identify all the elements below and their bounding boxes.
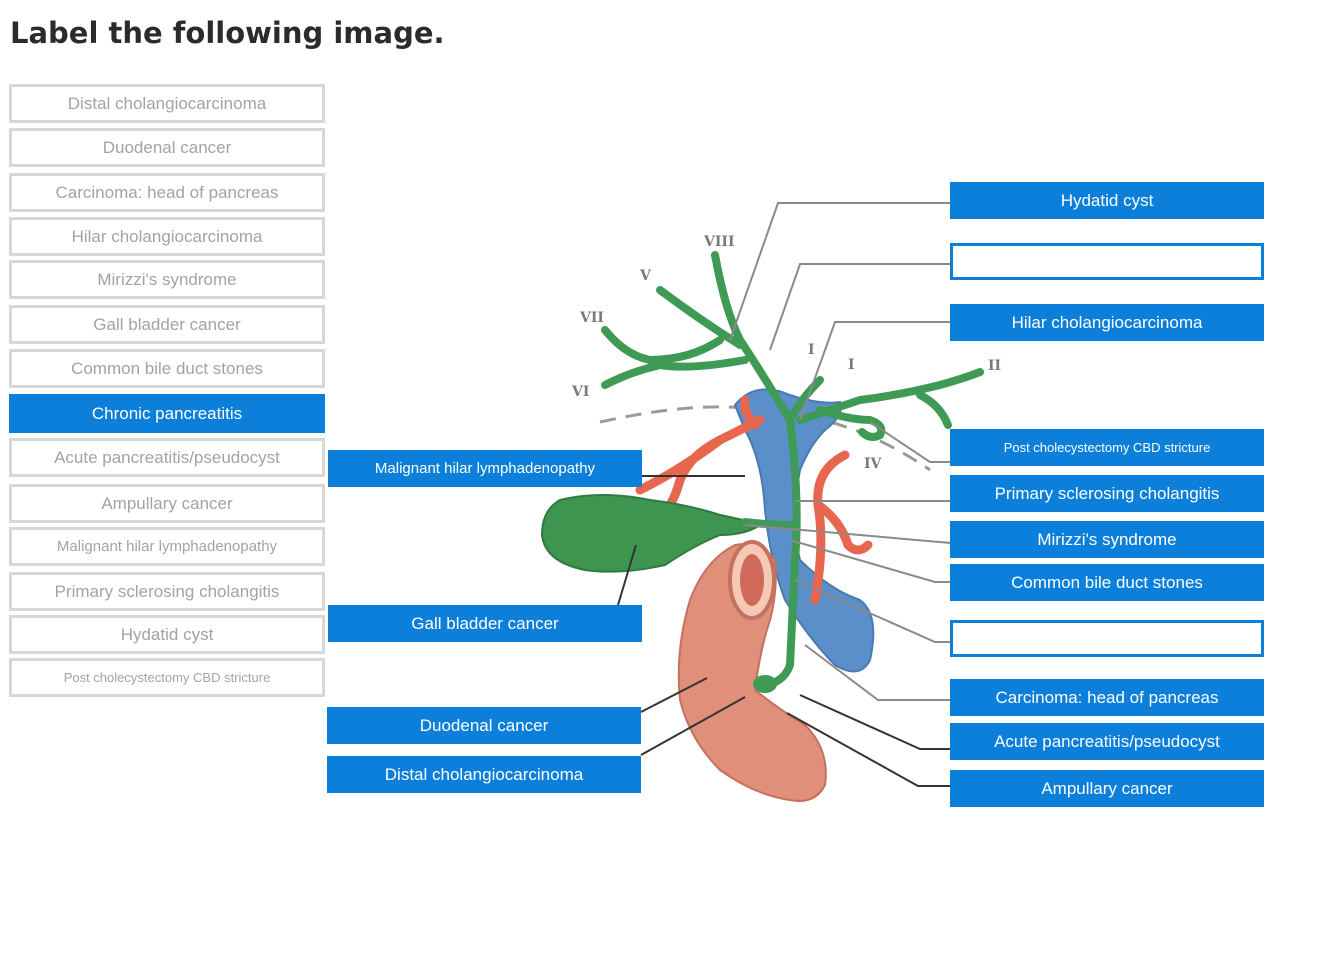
drop-target-malignant-hilar-lymphadenopathy[interactable]: Malignant hilar lymphadenopathy: [328, 450, 642, 487]
bank-item-acute-pancreatitis-pseudocyst[interactable]: Acute pancreatitis/pseudocyst: [9, 438, 325, 477]
bank-item-ampullary-cancer[interactable]: Ampullary cancer: [9, 484, 325, 523]
bank-item-chronic-pancreatitis[interactable]: Chronic pancreatitis: [9, 394, 325, 433]
bile-ducts: [601, 251, 984, 689]
bank-item-post-cholecystectomy-cbd-stricture[interactable]: Post cholecystectomy CBD stricture: [9, 658, 325, 697]
gallbladder: [540, 494, 763, 573]
page-title: Label the following image.: [10, 16, 445, 50]
drop-target-common-bile-duct-stones[interactable]: Common bile duct stones: [950, 564, 1264, 601]
bank-item-hydatid-cyst[interactable]: Hydatid cyst: [9, 615, 325, 654]
drop-target-empty-2[interactable]: [950, 620, 1264, 657]
drop-target-primary-sclerosing-cholangitis[interactable]: Primary sclerosing cholangitis: [950, 475, 1264, 512]
drop-target-distal-cholangiocarcinoma[interactable]: Distal cholangiocarcinoma: [327, 756, 641, 793]
drop-target-acute-pancreatitis-pseudocyst[interactable]: Acute pancreatitis/pseudocyst: [950, 723, 1264, 760]
drop-target-carcinoma-head-of-pancreas[interactable]: Carcinoma: head of pancreas: [950, 679, 1264, 716]
duodenum: [677, 540, 827, 802]
bank-item-hilar-cholangiocarcinoma[interactable]: Hilar cholangiocarcinoma: [9, 217, 325, 256]
segment-label: II: [988, 358, 1001, 374]
bank-item-carcinoma-head-of-pancreas[interactable]: Carcinoma: head of pancreas: [9, 173, 325, 212]
drop-target-mirizzi-syndrome[interactable]: Mirizzi's syndrome: [950, 521, 1264, 558]
segment-label: I: [808, 342, 815, 358]
drop-target-hydatid-cyst[interactable]: Hydatid cyst: [950, 182, 1264, 219]
segment-label: VIII: [703, 234, 735, 250]
bank-item-gall-bladder-cancer[interactable]: Gall bladder cancer: [9, 305, 325, 344]
ampulla: [753, 675, 777, 693]
drop-target-empty-1[interactable]: [950, 243, 1264, 280]
drop-target-post-cholecystectomy-cbd-stricture[interactable]: Post cholecystectomy CBD stricture: [950, 429, 1264, 466]
drop-target-duodenal-cancer[interactable]: Duodenal cancer: [327, 707, 641, 744]
segment-label: I: [848, 357, 855, 373]
leader-lines: [617, 202, 952, 787]
bank-item-common-bile-duct-stones[interactable]: Common bile duct stones: [9, 349, 325, 388]
bank-item-malignant-hilar-lymphadenopathy[interactable]: Malignant hilar lymphadenopathy: [9, 527, 325, 566]
drop-target-gall-bladder-cancer[interactable]: Gall bladder cancer: [328, 605, 642, 642]
hepatic-artery: [635, 395, 873, 605]
segment-label: VII: [579, 310, 604, 326]
drop-target-hilar-cholangiocarcinoma[interactable]: Hilar cholangiocarcinoma: [950, 304, 1264, 341]
segment-label: V: [639, 268, 652, 284]
segment-label: VI: [571, 384, 589, 400]
drop-target-ampullary-cancer[interactable]: Ampullary cancer: [950, 770, 1264, 807]
bank-item-distal-cholangiocarcinoma[interactable]: Distal cholangiocarcinoma: [9, 84, 325, 123]
bank-item-duodenal-cancer[interactable]: Duodenal cancer: [9, 128, 325, 167]
segment-label: IV: [864, 456, 883, 472]
bank-item-primary-sclerosing-cholangitis[interactable]: Primary sclerosing cholangitis: [9, 572, 325, 611]
bank-item-mirizzi-syndrome[interactable]: Mirizzi's syndrome: [9, 260, 325, 299]
